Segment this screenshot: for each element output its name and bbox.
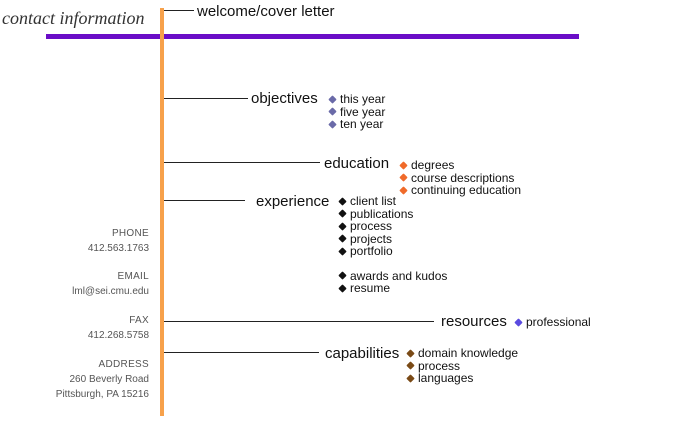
phone-value: 412.563.1763 — [87, 243, 149, 254]
bullet-icon — [338, 284, 347, 293]
address-label: ADDRESS — [98, 359, 149, 370]
bullet-icon — [399, 186, 408, 195]
list-item[interactable]: client list — [338, 194, 447, 208]
connector-objectives — [164, 98, 248, 99]
experience-list: client list publications process project… — [338, 194, 447, 295]
list-item[interactable]: publications — [338, 207, 447, 221]
bullet-icon — [328, 107, 337, 116]
email-label: EMAIL — [117, 271, 149, 282]
education-list: degrees course descriptions continuing e… — [399, 158, 521, 197]
list-item[interactable]: ten year — [328, 117, 385, 131]
list-item[interactable]: process — [406, 359, 518, 373]
list-item[interactable]: resume — [338, 281, 447, 295]
bullet-icon — [328, 120, 337, 129]
bullet-icon — [406, 349, 415, 358]
section-resources[interactable]: resources — [441, 313, 507, 330]
capabilities-list: domain knowledge process languages — [406, 346, 518, 385]
list-item[interactable]: languages — [406, 371, 518, 385]
header-divider — [46, 34, 579, 39]
section-capabilities[interactable]: capabilities — [325, 345, 400, 362]
connector-resources — [164, 321, 434, 322]
list-item[interactable]: degrees — [399, 158, 521, 172]
connector-welcome — [164, 10, 194, 11]
bullet-icon — [514, 318, 523, 327]
bullet-icon — [399, 161, 408, 170]
resources-list: professional — [514, 315, 591, 329]
bullet-icon — [406, 374, 415, 383]
welcome-cover-letter-link[interactable]: welcome/cover letter — [197, 3, 335, 20]
bullet-icon — [338, 234, 347, 243]
list-item[interactable]: course descriptions — [399, 171, 521, 185]
section-objectives[interactable]: objectives — [251, 90, 318, 107]
bullet-icon — [338, 222, 347, 231]
bullet-icon — [338, 197, 347, 206]
bullet-icon — [406, 361, 415, 370]
list-item[interactable]: professional — [514, 315, 591, 329]
list-item[interactable]: five year — [328, 105, 385, 119]
phone-label: PHONE — [111, 228, 149, 239]
bullet-icon — [338, 247, 347, 256]
list-item[interactable]: continuing education — [399, 183, 521, 197]
list-item[interactable]: portfolio — [338, 244, 447, 258]
list-item[interactable]: this year — [328, 92, 385, 106]
bullet-icon — [338, 271, 347, 280]
bullet-icon — [338, 209, 347, 218]
list-item[interactable]: projects — [338, 232, 447, 246]
address-line-2: Pittsburgh, PA 15216 — [55, 389, 149, 400]
objectives-list: this year five year ten year — [328, 92, 385, 131]
section-education[interactable]: education — [324, 155, 390, 172]
email-link[interactable]: lml@sei.cmu.edu — [72, 286, 149, 297]
page-title: contact information — [2, 8, 145, 28]
connector-education — [164, 162, 320, 163]
address-line-1: 260 Beverly Road — [69, 374, 150, 385]
fax-label: FAX — [129, 315, 149, 326]
bullet-icon — [328, 95, 337, 104]
vertical-spine — [160, 8, 164, 416]
connector-experience — [164, 200, 245, 201]
bullet-icon — [399, 173, 408, 182]
list-item[interactable]: awards and kudos — [338, 269, 447, 283]
connector-capabilities — [164, 352, 319, 353]
spacer — [339, 258, 447, 270]
list-item[interactable]: domain knowledge — [406, 346, 518, 360]
section-experience[interactable]: experience — [256, 193, 330, 210]
list-item[interactable]: process — [338, 219, 447, 233]
fax-value: 412.268.5758 — [87, 330, 149, 341]
